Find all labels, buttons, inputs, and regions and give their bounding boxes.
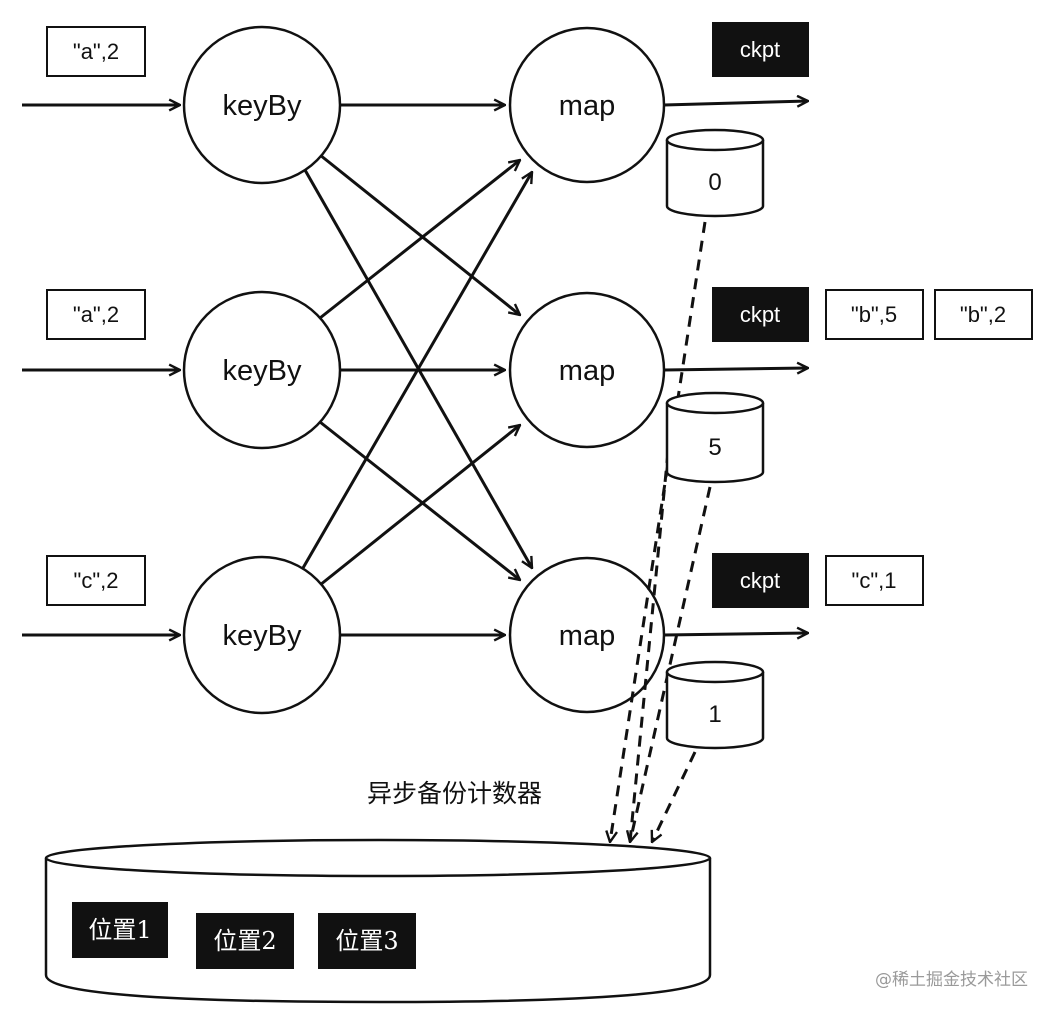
keyby-operator-1: keyBy (182, 25, 342, 185)
input-record-1-text: "a",2 (73, 39, 119, 64)
keyby-operator-3: keyBy (182, 555, 342, 715)
input-record-2: "a",2 (46, 289, 146, 340)
state-cylinder-2: 5 (665, 391, 765, 484)
output-record-c1: "c",1 (825, 555, 924, 606)
output-record-b5-text: "b",5 (851, 302, 897, 327)
map-operator-1-label: map (559, 90, 615, 122)
output-record-c1-text: "c",1 (852, 568, 897, 593)
backup-arrow-3 (652, 751, 697, 842)
map-operator-3-label: map (559, 620, 615, 652)
output-record-b2-text: "b",2 (960, 302, 1006, 327)
storage-position-1: 位置1 (72, 902, 168, 958)
state-cylinder-3: 1 (665, 660, 765, 750)
keyby-operator-2: keyBy (182, 290, 342, 450)
backup-arrow-2 (630, 486, 712, 842)
state-counter-3: 1 (708, 701, 721, 728)
map-operator-3: map (508, 556, 666, 714)
input-record-2-text: "a",2 (73, 302, 119, 327)
map-operator-1: map (508, 26, 666, 184)
state-counter-2: 5 (708, 434, 721, 461)
edge-k2-m1 (319, 160, 520, 320)
map-operator-2: map (508, 291, 666, 449)
output-record-b5: "b",5 (825, 289, 924, 340)
ckpt-barrier-1: ckpt (712, 22, 809, 77)
storage-position-3-text: 位置3 (335, 927, 398, 955)
storage-position-2: 位置2 (196, 913, 294, 969)
ckpt-barrier-3-text: ckpt (740, 568, 780, 593)
backup-arrows (610, 221, 712, 843)
backup-arrow-4 (628, 451, 670, 843)
edge-k2-m3 (319, 420, 520, 580)
output-arrow-2 (663, 368, 808, 370)
storage-position-1-text: 位置1 (88, 916, 151, 944)
shuffle-edges (301, 105, 532, 635)
edge-k3-m1 (301, 172, 532, 569)
storage-position-2-text: 位置2 (213, 927, 276, 955)
ckpt-barrier-2-text: ckpt (740, 302, 780, 327)
input-record-3-text: "c",2 (74, 568, 119, 593)
state-cylinder-1: 0 (665, 128, 765, 218)
edge-k3-m2 (319, 425, 520, 587)
map-operator-2-label: map (559, 355, 615, 387)
edge-k1-m2 (319, 153, 520, 315)
input-record-1: "a",2 (46, 26, 146, 77)
backup-arrow-1 (610, 221, 707, 842)
output-record-b2: "b",2 (934, 289, 1033, 340)
ckpt-barrier-2: ckpt (712, 287, 809, 342)
output-arrow-1 (663, 101, 808, 105)
backup-label: 异步备份计数器 (367, 779, 542, 808)
state-counter-1: 0 (708, 169, 721, 196)
watermark: @稀土掘金技术社区 (875, 970, 1028, 990)
ckpt-barrier-1-text: ckpt (740, 37, 780, 62)
input-record-3: "c",2 (46, 555, 146, 606)
ckpt-barrier-3: ckpt (712, 553, 809, 608)
keyby-operator-2-label: keyBy (223, 355, 302, 387)
keyby-operator-1-label: keyBy (223, 90, 302, 122)
keyby-operator-3-label: keyBy (223, 620, 302, 652)
storage-position-3: 位置3 (318, 913, 416, 969)
output-arrow-3 (663, 633, 808, 635)
